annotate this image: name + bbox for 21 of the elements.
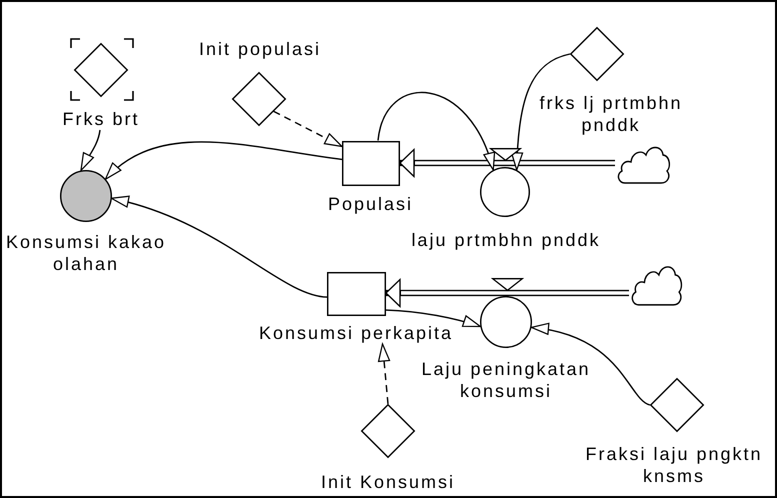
node-label: Populasi [328,193,414,215]
node-label: Konsumsi perkapita [258,322,454,344]
flow-pipe [385,278,629,308]
arrow [386,309,481,328]
node-label: Init populasi [198,38,322,60]
flow-pipe [399,148,615,178]
node-label: Konsumsi kakao olahan [4,231,168,275]
dashed-arrow [378,343,390,404]
node-label: Frks brt [62,108,140,130]
node-label: Fraksi laju pngktn knsms [584,443,764,487]
arrow [80,130,101,171]
arrow [530,324,650,406]
node-label: Laju peningkatan konsumsi [420,358,592,402]
dashed-arrow [273,110,343,148]
node-label: Init Konsumsi [320,471,456,493]
node-label: frks lj prtmbhn pnddk [538,92,684,136]
arrow [110,196,328,298]
arrow [377,92,494,171]
arrow [104,141,342,180]
node-label: laju prtmbhn pnddk [411,229,601,251]
arrow [511,53,570,171]
